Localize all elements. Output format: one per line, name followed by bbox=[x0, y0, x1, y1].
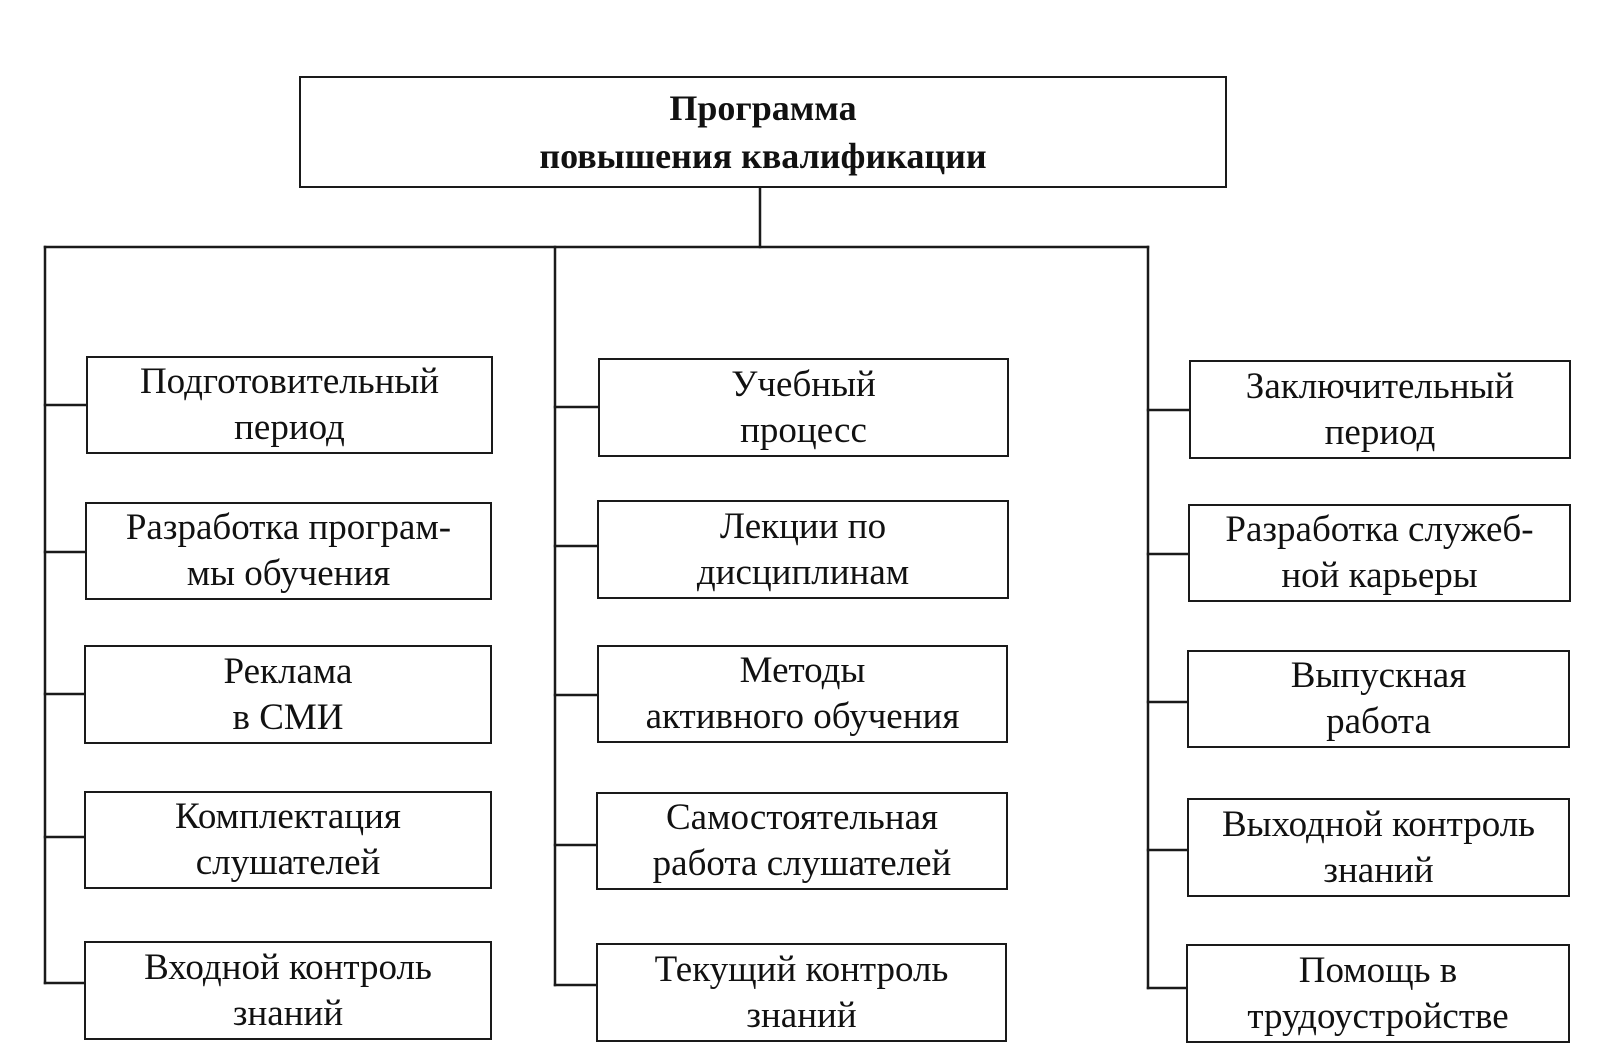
column-middle-header-box: Учебный процесс bbox=[598, 358, 1009, 457]
box-label-line2: в СМИ bbox=[232, 696, 344, 738]
box-label-line1: Выпускная bbox=[1290, 655, 1467, 696]
box-label-line1: Комплектация bbox=[175, 796, 401, 837]
column-right-item-box: Помощь в трудоустройстве bbox=[1186, 944, 1570, 1043]
column-left-item-box: Реклама в СМИ bbox=[84, 645, 492, 744]
box-label-line2: период bbox=[234, 407, 345, 448]
box-label-line2: знаний bbox=[746, 994, 857, 1036]
box-label-line1: Выходной контроль bbox=[1221, 803, 1536, 845]
box-label-line2: знаний bbox=[1323, 849, 1434, 891]
column-right-item-box: Выходной контроль знаний bbox=[1187, 798, 1570, 897]
box-label-line1: Заключительный bbox=[1245, 365, 1515, 407]
column-left-item-box: Комплектация слушателей bbox=[84, 791, 492, 889]
root-title-line2: повышения квалификации bbox=[539, 136, 987, 176]
box-label-line1: Реклама bbox=[223, 650, 353, 692]
column-right-header-box: Заключительный период bbox=[1189, 360, 1571, 459]
box-label-line2: работа bbox=[1326, 701, 1431, 742]
box-label-line2: активного обучения bbox=[645, 696, 960, 737]
box-label-line1: Входной контроль bbox=[144, 946, 432, 988]
box-label-line2: трудоустройстве bbox=[1247, 995, 1509, 1037]
box-label-line1: Учебный bbox=[731, 363, 876, 405]
root-title-line1: Программа bbox=[669, 88, 857, 128]
column-right-item-box: Разработка служеб- ной карьеры bbox=[1188, 504, 1571, 602]
column-middle-item-box: Текущий контроль знаний bbox=[596, 943, 1007, 1042]
box-label-line1: Методы bbox=[739, 650, 866, 691]
box-label-line1: Подготовительный bbox=[139, 361, 440, 402]
box-label-line2: работа слушателей bbox=[652, 843, 952, 884]
box-label-line1: Текущий контроль bbox=[654, 948, 949, 990]
box-label-line1: Разработка програм- bbox=[125, 507, 452, 548]
column-right-item-box: Выпускная работа bbox=[1187, 650, 1570, 748]
box-label-line2: слушателей bbox=[195, 842, 381, 883]
box-label-line1: Самостоятельная bbox=[665, 797, 939, 838]
box-label-line2: период bbox=[1324, 411, 1436, 453]
box-label-line1: Помощь в bbox=[1298, 949, 1458, 991]
root-box: Программа повышения квалификации bbox=[299, 76, 1227, 188]
box-label-line1: Лекции по bbox=[719, 505, 887, 547]
box-label-line2: процесс bbox=[740, 409, 867, 451]
box-label-line2: дисциплинам bbox=[696, 551, 910, 593]
column-middle-item-box: Лекции по дисциплинам bbox=[597, 500, 1009, 599]
column-left-item-box: Разработка програм- мы обучения bbox=[85, 502, 492, 600]
column-middle-item-box: Самостоятельная работа слушателей bbox=[596, 792, 1008, 890]
box-label-line2: ной карьеры bbox=[1281, 555, 1478, 596]
box-label-line2: мы обучения bbox=[186, 553, 391, 594]
column-middle-item-box: Методы активного обучения bbox=[597, 645, 1008, 743]
column-left-header-box: Подготовительный период bbox=[86, 356, 493, 454]
box-label-line1: Разработка служеб- bbox=[1225, 509, 1534, 550]
box-label-line2: знаний bbox=[232, 992, 344, 1034]
column-left-item-box: Входной контроль знаний bbox=[84, 941, 492, 1040]
